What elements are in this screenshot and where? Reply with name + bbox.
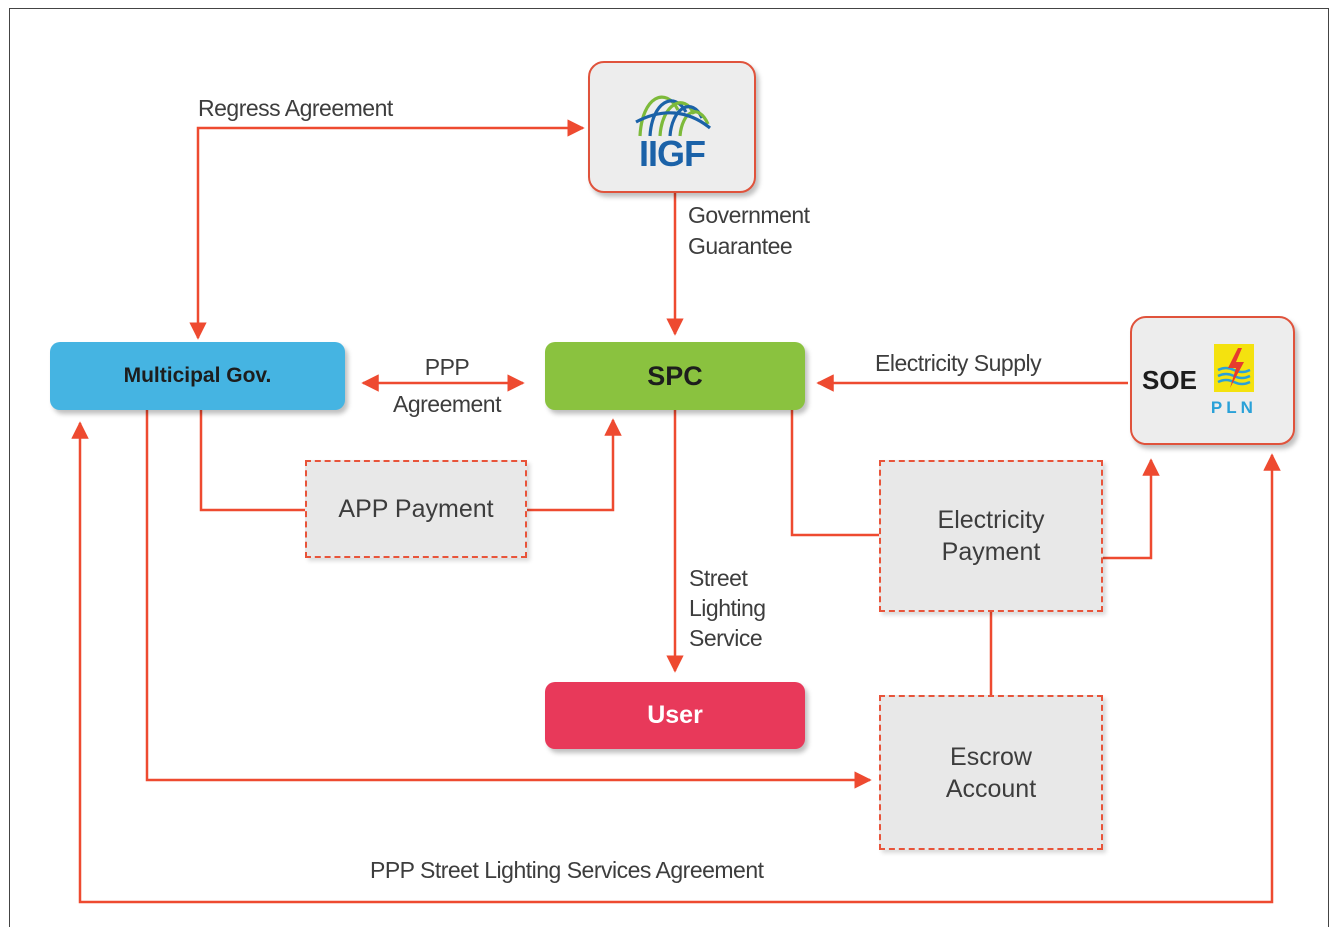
soe-node: SOE PLN	[1130, 316, 1295, 445]
electricity-payment-line2: Payment	[941, 538, 1041, 566]
street-lighting-line2: Lighting	[689, 595, 766, 621]
pln-logo: PLN	[1210, 343, 1257, 418]
electricity-supply-label: Electricity Supply	[875, 350, 1042, 376]
electricity-payment-in-connector	[790, 410, 879, 537]
ppp-agreement-line2: Agreement	[392, 391, 502, 417]
guarantee-line2: Guarantee	[688, 233, 793, 259]
electricity-payment-line1: Electricity	[937, 506, 1045, 534]
user-node: User	[545, 682, 805, 749]
iigf-logo-text: IIGF	[639, 133, 706, 174]
app-payment-node: APP Payment	[305, 460, 527, 558]
app-payment-in-connector	[199, 410, 305, 512]
pln-logo-text: PLN	[1210, 397, 1257, 417]
escrow-line1: Escrow	[950, 742, 1032, 771]
electricity-payment-out-connector	[1103, 458, 1160, 560]
user-label: User	[647, 701, 703, 729]
pln-lightning-icon	[1213, 343, 1254, 392]
guarantee-line1: Government	[688, 202, 810, 228]
ppp-services-agreement-label: PPP Street Lighting Services Agreement	[370, 857, 764, 883]
street-lighting-line1: Street	[689, 565, 748, 591]
government-guarantee-label: Government Guarantee	[688, 200, 810, 262]
multicipal-gov-label: Multicipal Gov.	[123, 364, 272, 387]
multicipal-gov-node: Multicipal Gov.	[50, 342, 345, 410]
app-payment-out-connector	[527, 418, 622, 512]
soe-label: SOE	[1142, 365, 1197, 395]
street-lighting-label: Street Lighting Service	[689, 563, 766, 653]
spc-label: SPC	[647, 360, 703, 391]
escrow-funding-connector	[145, 410, 872, 789]
street-lighting-line3: Service	[689, 625, 763, 651]
escrow-account-node: Escrow Account	[879, 695, 1103, 850]
regress-agreement-connector	[189, 119, 585, 340]
ppp-agreement-line1: PPP	[424, 354, 470, 380]
app-payment-label: APP Payment	[338, 495, 494, 523]
escrow-line2: Account	[945, 774, 1037, 803]
diagram-frame	[9, 8, 1329, 927]
iigf-node: IIGF	[588, 61, 756, 193]
ppp-agreement-label: PPP Agreement	[386, 352, 508, 420]
regress-agreement-label: Regress Agreement	[198, 95, 393, 121]
ppp-services-agreement-connector	[71, 421, 1281, 904]
spc-node: SPC	[545, 342, 805, 410]
iigf-arches-icon	[635, 95, 712, 137]
electricity-payment-node: Electricity Payment	[879, 460, 1103, 612]
